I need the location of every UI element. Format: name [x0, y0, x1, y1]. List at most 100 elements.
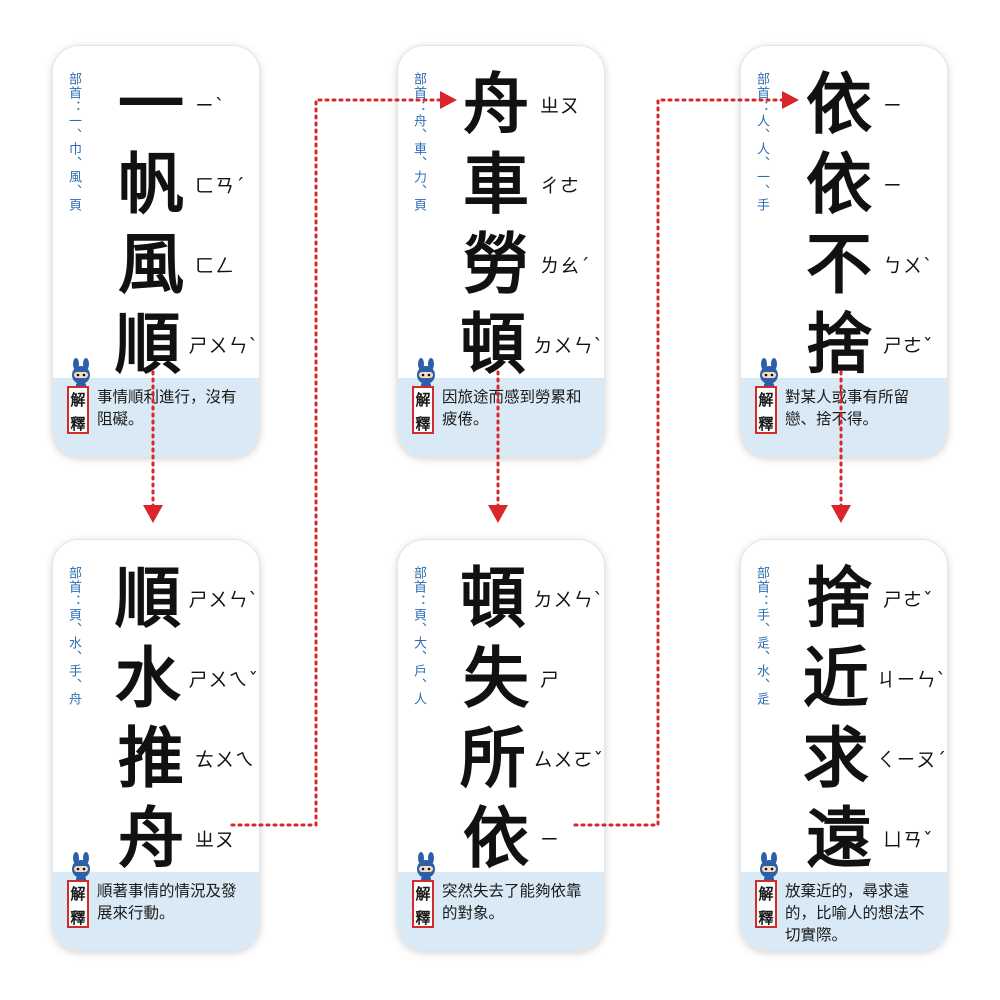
hanzi-char: 近 [802, 639, 869, 717]
hanzi-char: 所 [459, 719, 526, 797]
explain-label-badge: 解釋 [67, 880, 89, 928]
hanzi-char: 車 [463, 145, 529, 223]
explain-label-badge: 解釋 [755, 386, 777, 434]
radical-label: 部首：頁、大、戶、人 [411, 566, 426, 706]
hanzi-char: 捨 [806, 559, 872, 637]
explain-label-badge: 解釋 [412, 386, 434, 434]
hanzi-char: 頓 [459, 305, 526, 383]
bopomofo-reading: ㄈㄥ [195, 254, 236, 277]
char-row: 勞ㄌㄠˊ [456, 224, 604, 304]
explanation-text: 對某人或事有所留戀、捨不得。 [785, 388, 910, 428]
explanation-panel: 解釋順著事情的情況及發展來行動。 [53, 852, 259, 950]
ninja-bunny-icon [760, 852, 778, 881]
bopomofo-reading: ㄊㄨㄟ [195, 748, 256, 771]
char-row: 順ㄕㄨㄣˋ [111, 304, 259, 384]
char-row: 失ㄕ [456, 638, 604, 718]
bopomofo-reading: ㄕㄜˇ [883, 334, 934, 357]
arrowhead-right-2 [782, 91, 799, 109]
ninja-bunny-icon [72, 852, 90, 881]
arrowhead-right-1 [440, 91, 457, 109]
bopomofo-reading: ㄧ [883, 174, 904, 197]
bopomofo-reading: ㄕㄨㄣˋ [188, 588, 259, 611]
ninja-bunny-icon [417, 852, 435, 881]
bopomofo-reading: ㄉㄨㄣˋ [533, 588, 604, 611]
ninja-bunny-icon [417, 358, 435, 387]
hanzi-char: 遠 [806, 799, 872, 877]
char-row: 一ㄧˋ [111, 64, 259, 144]
hanzi-char: 順 [114, 559, 181, 637]
bopomofo-reading: ㄕㄜˇ [883, 588, 934, 611]
bopomofo-reading: ㄌㄠˊ [540, 254, 591, 277]
explanation-text: 事情順利進行，沒有阻礙。 [97, 388, 237, 428]
char-row: 頓ㄉㄨㄣˋ [456, 558, 604, 638]
bopomofo-reading: ㄙㄨㄛˇ [533, 748, 604, 771]
radical-label: 部首：手、辵、水、辵 [754, 566, 769, 706]
hanzi-char: 失 [463, 639, 529, 717]
radical-label: 部首：頁、水、手、舟 [66, 566, 81, 706]
arrowhead-down-3 [831, 505, 851, 523]
explanation-text: 因旅途而感到勞累和疲倦。 [442, 388, 582, 428]
hanzi-char: 順 [114, 305, 181, 383]
explanation-text: 突然失去了能夠依靠的對象。 [442, 882, 582, 922]
explain-label-badge: 解釋 [67, 386, 89, 434]
char-row: 求ㄑㄧㄡˊ [799, 718, 947, 798]
explain-label-badge: 解釋 [755, 880, 777, 928]
char-row: 依ㄧ [799, 64, 947, 144]
char-row: 車ㄔㄜ [456, 144, 604, 224]
arrowhead-down-2 [488, 505, 508, 523]
char-row: 水ㄕㄨㄟˇ [111, 638, 259, 718]
radical-label: 部首：一、巾、風、頁 [66, 72, 81, 212]
char-row: 不ㄅㄨˋ [799, 224, 947, 304]
bopomofo-reading: ㄕ [540, 668, 561, 691]
char-row: 遠ㄩㄢˇ [799, 798, 947, 878]
hanzi-char: 水 [114, 639, 181, 717]
char-row: 依ㄧ [799, 144, 947, 224]
char-row: 順ㄕㄨㄣˋ [111, 558, 259, 638]
char-row: 所ㄙㄨㄛˇ [456, 718, 604, 798]
hanzi-char: 帆 [118, 145, 184, 223]
explanation-text: 順著事情的情況及發展來行動。 [97, 882, 237, 922]
char-row: 舟ㄓㄡ [111, 798, 259, 878]
bopomofo-reading: ㄉㄨㄣˋ [533, 334, 604, 357]
bopomofo-reading: ㄧ [540, 828, 561, 851]
hanzi-char: 舟 [463, 65, 529, 143]
bopomofo-reading: ㄧˋ [195, 94, 226, 117]
bopomofo-reading: ㄩㄢˇ [883, 828, 934, 851]
connector-card4-to-card2 [230, 98, 442, 827]
char-row: 推ㄊㄨㄟ [111, 718, 259, 798]
explanation-panel: 解釋對某人或事有所留戀、捨不得。 [741, 358, 947, 456]
char-row: 舟ㄓㄡ [456, 64, 604, 144]
hanzi-char: 風 [118, 225, 184, 303]
hanzi-char: 推 [118, 719, 184, 797]
hanzi-char: 捨 [806, 305, 872, 383]
explanation-panel: 解釋放棄近的，尋求遠的，比喻人的想法不切實際。 [741, 852, 947, 950]
explanation-panel: 解釋因旅途而感到勞累和疲倦。 [398, 358, 604, 456]
bopomofo-reading: ㄑㄧㄡˊ [876, 748, 947, 771]
hanzi-char: 依 [806, 145, 872, 223]
hanzi-char: 勞 [463, 225, 529, 303]
hanzi-char: 舟 [118, 799, 184, 877]
radical-label: 部首：人、人、一、手 [754, 72, 769, 212]
bopomofo-reading: ㄕㄨㄣˋ [188, 334, 259, 357]
radical-label: 部首：舟、車、力、頁 [411, 72, 426, 212]
char-row: 捨ㄕㄜˇ [799, 304, 947, 384]
bopomofo-reading: ㄓㄡ [195, 828, 236, 851]
arrowhead-down-1 [143, 505, 163, 523]
char-row: 風ㄈㄥ [111, 224, 259, 304]
ninja-bunny-icon [760, 358, 778, 387]
bopomofo-reading: ㄐㄧㄣˋ [876, 668, 947, 691]
explain-label-badge: 解釋 [412, 880, 434, 928]
explanation-text: 放棄近的，尋求遠的，比喻人的想法不切實際。 [785, 882, 925, 944]
